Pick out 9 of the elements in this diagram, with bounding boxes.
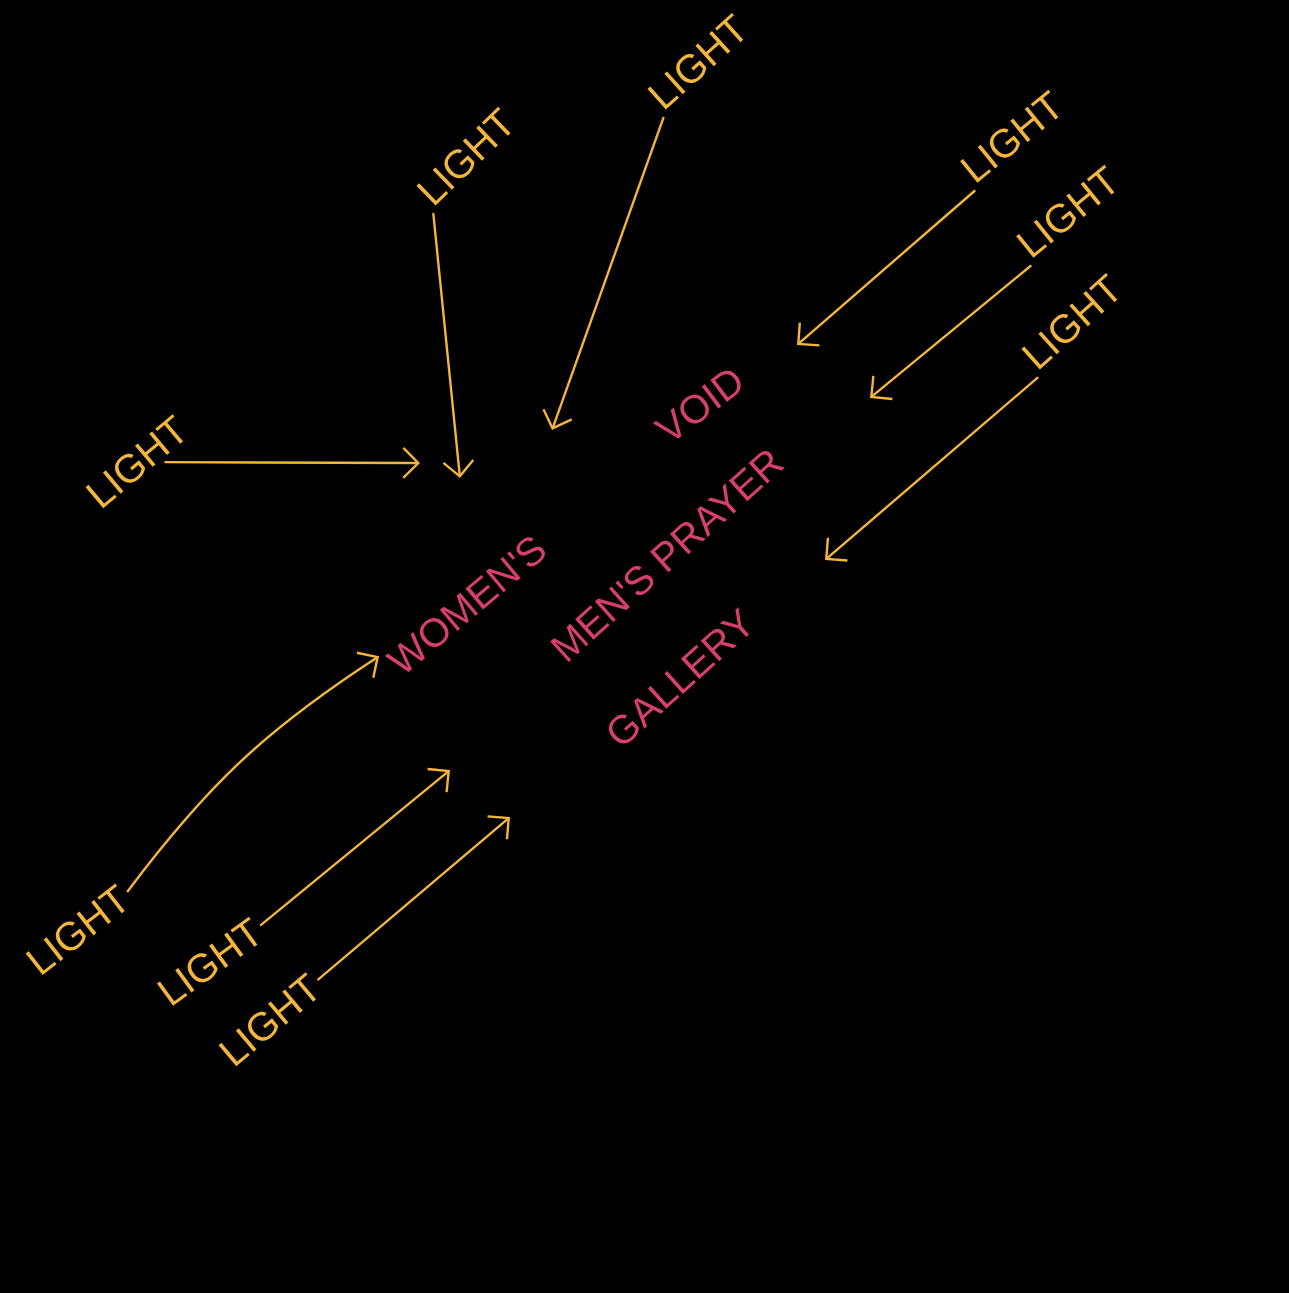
arrow — [317, 815, 510, 981]
arrow — [870, 264, 1032, 401]
arrow — [825, 376, 1039, 562]
arrow — [797, 189, 976, 347]
arrow — [164, 447, 420, 479]
arrow — [542, 116, 665, 430]
arrow — [259, 767, 450, 927]
arrow — [432, 212, 475, 478]
arrow — [126, 651, 380, 893]
